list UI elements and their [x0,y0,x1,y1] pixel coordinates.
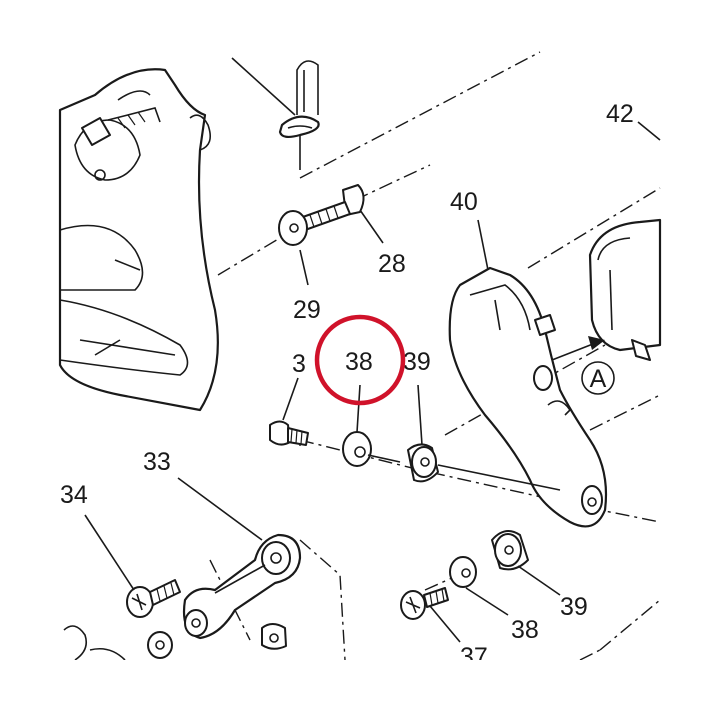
bolt-34 [126,579,181,618]
callout-29: 29 [293,296,321,324]
bracket-housing [58,68,219,412]
callout-3-partial: 3 [292,350,306,378]
lower-nuts [63,623,287,661]
link-arm-33 [182,533,302,640]
bolt-28-assembly [278,184,365,246]
spring-clip [278,60,320,170]
callout-39-upper: 39 [403,348,431,376]
pivot-stack-lower [400,530,529,620]
callout-labels: 42 40 28 29 3 38 39 33 34 37 38 39 [60,100,634,671]
callout-39-lower: 39 [560,593,588,621]
pivot-stack-upper [269,420,561,491]
bottom-crop [0,660,720,720]
view-arrow-a: A [551,336,615,395]
callout-42: 42 [606,100,634,128]
callout-33: 33 [143,448,171,476]
callout-40: 40 [450,188,478,216]
callout-34: 34 [60,481,88,509]
cover-42 [588,218,662,361]
leader-lines [84,57,661,643]
callout-28: 28 [378,250,406,278]
highlight-circle [314,314,406,406]
callout-38-lower: 38 [511,616,539,644]
callout-38-upper: 38 [345,348,373,376]
view-marker-label: A [590,365,607,393]
cam-plate-40 [448,266,608,528]
